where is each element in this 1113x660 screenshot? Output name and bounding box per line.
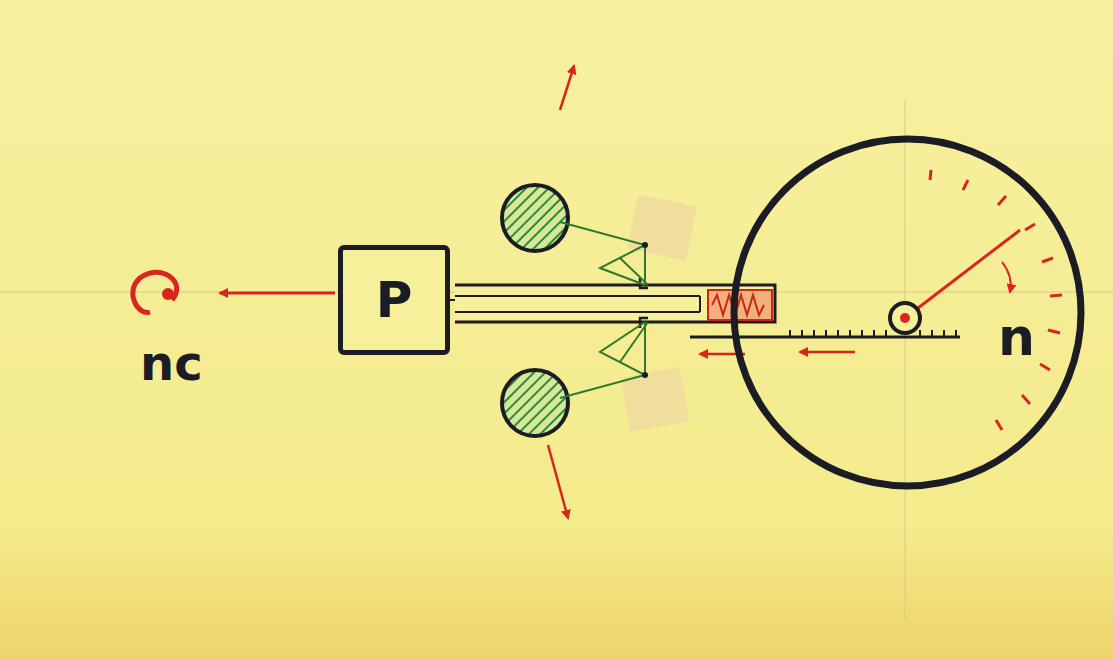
process-box: P	[338, 245, 450, 355]
speed-symbol: n	[998, 307, 1035, 367]
box-label: P	[376, 271, 413, 329]
speed-dial: n	[730, 135, 1085, 490]
speed-label: nc	[140, 335, 203, 391]
